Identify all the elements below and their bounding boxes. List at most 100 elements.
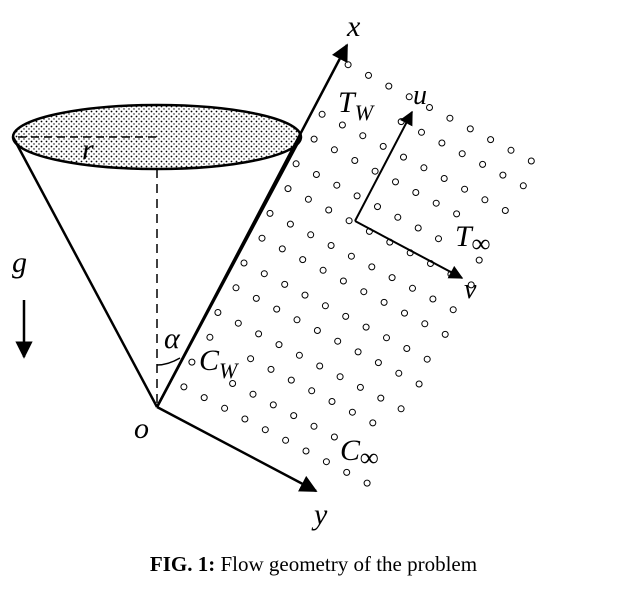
fluid-particle-dot xyxy=(429,295,437,303)
fluid-particle-dot xyxy=(304,195,312,203)
fluid-particle-dot xyxy=(261,426,269,434)
fluid-particle-dot xyxy=(400,153,407,161)
fluid-particle-dot xyxy=(388,274,396,282)
fluid-particle-dot xyxy=(221,404,229,412)
fluid-particle-dot xyxy=(334,337,342,345)
u-velocity-arrow xyxy=(354,110,413,222)
fluid-particle-dot xyxy=(290,412,298,420)
fluid-particle-dot xyxy=(318,110,326,118)
fluid-particle-dot xyxy=(359,132,367,140)
fluid-particle-dot xyxy=(319,266,327,274)
fluid-particle-dot xyxy=(409,284,416,292)
fluid-particle-dot xyxy=(348,408,356,416)
fluid-particle-dot xyxy=(353,192,361,200)
fluid-particle-dot xyxy=(394,213,402,221)
radius-label: r xyxy=(82,133,94,166)
v-velocity-arrow xyxy=(354,220,464,279)
fluid-particle-dot xyxy=(310,422,318,430)
fluid-particle-dot xyxy=(316,362,324,370)
fluid-particle-dot xyxy=(380,298,388,306)
fluid-particle-dot xyxy=(395,369,403,377)
fluid-particle-dot xyxy=(440,175,448,182)
fluid-particle-dot xyxy=(461,185,469,193)
fluid-particle-dot xyxy=(383,334,390,342)
fluid-particle-dot xyxy=(401,309,408,317)
fluid-particle-dot xyxy=(403,345,411,352)
fluid-particle-dot xyxy=(397,405,405,413)
fluid-particle-dot xyxy=(507,146,515,154)
fluid-particle-dot xyxy=(327,242,335,249)
fluid-particle-dot xyxy=(426,104,433,111)
fluid-particle-dot xyxy=(365,71,372,79)
fluid-particle-dot xyxy=(330,146,338,154)
fluid-particle-dot xyxy=(368,263,376,271)
fluid-particle-dot xyxy=(374,359,382,367)
fluid-particle-dot xyxy=(342,312,350,320)
fluid-particle-dot xyxy=(481,196,489,204)
fluid-particle-dot xyxy=(287,376,295,384)
fluid-particle-dot xyxy=(446,114,454,122)
fluid-particle-dot xyxy=(336,373,344,381)
fluid-particle-dot xyxy=(415,380,423,388)
fluid-particle-dot xyxy=(232,284,240,292)
y-axis-arrow xyxy=(156,405,318,493)
caption-text: Flow geometry of the problem xyxy=(215,552,478,576)
fluid-particle-dot xyxy=(458,150,466,158)
fluid-particle-dot xyxy=(435,235,442,243)
ambient-temperature-label: T∞ xyxy=(455,220,490,258)
fluid-particle-dot xyxy=(321,302,329,310)
fluid-particle-dot xyxy=(397,118,405,126)
fluid-particle-dot xyxy=(330,433,338,441)
fluid-particle-dot xyxy=(343,468,351,476)
fluid-particle-dot xyxy=(312,171,320,178)
fluid-particle-dot xyxy=(333,181,341,189)
fluid-particle-dot xyxy=(188,358,196,366)
x-axis-arrow xyxy=(155,43,349,408)
origin-label: o xyxy=(134,412,149,445)
fluid-particle-dot xyxy=(247,355,255,363)
y-axis-label: y xyxy=(311,498,328,531)
angle-arc xyxy=(156,357,181,366)
fluid-particle-dot xyxy=(423,355,431,363)
fluid-particle-dot xyxy=(310,135,318,143)
u-velocity-label: u xyxy=(413,80,427,111)
fluid-particle-dot xyxy=(267,365,275,373)
fluid-particle-dot xyxy=(405,93,413,101)
fluid-particle-dot xyxy=(339,277,347,285)
x-axis-label: x xyxy=(346,10,361,43)
fluid-particle-dot xyxy=(374,203,381,211)
fluid-particle-dot xyxy=(284,185,292,193)
fluid-particle-dot xyxy=(281,280,289,288)
fluid-particle-dot xyxy=(453,210,461,218)
fluid-particle-dot xyxy=(420,164,428,172)
fluid-particle-dot xyxy=(421,320,429,328)
fluid-particle-dot xyxy=(438,139,446,147)
fluid-particle-dot xyxy=(255,330,263,338)
flow-geometry-diagram: x y o g r α TW CW T∞ C∞ u v xyxy=(11,10,535,531)
fluid-particle-dot xyxy=(266,209,274,217)
gravity-label: g xyxy=(12,246,27,279)
fluid-particle-dot xyxy=(249,390,257,398)
fluid-particle-dot xyxy=(229,380,237,387)
fluid-particle-dot xyxy=(214,309,222,316)
fluid-particle-dot xyxy=(338,121,346,129)
fluid-particle-dot xyxy=(206,333,214,341)
fluid-particle-dot xyxy=(308,387,316,395)
fluid-particle-dot xyxy=(354,348,362,356)
fluid-particle-dot xyxy=(487,136,495,144)
fluid-particle-dot xyxy=(363,479,371,487)
fluid-particle-dot xyxy=(301,291,309,299)
fluid-particle-dot xyxy=(351,157,359,164)
fluid-particle-dot xyxy=(414,224,422,232)
fluid-particle-dot xyxy=(293,316,301,324)
fluid-particle-dot xyxy=(412,189,420,196)
fluid-particle-dot xyxy=(328,398,336,405)
fluid-particle-dot xyxy=(258,234,266,242)
fluid-particle-dot xyxy=(292,160,300,168)
fluid-particle-dot xyxy=(313,327,321,334)
fluid-particle-dot xyxy=(377,394,385,402)
fluid-particle-dot xyxy=(234,319,242,327)
ambient-concentration-label: C∞ xyxy=(340,434,379,472)
fluid-particle-dot xyxy=(501,207,509,214)
caption-prefix: FIG. 1: xyxy=(149,552,216,576)
